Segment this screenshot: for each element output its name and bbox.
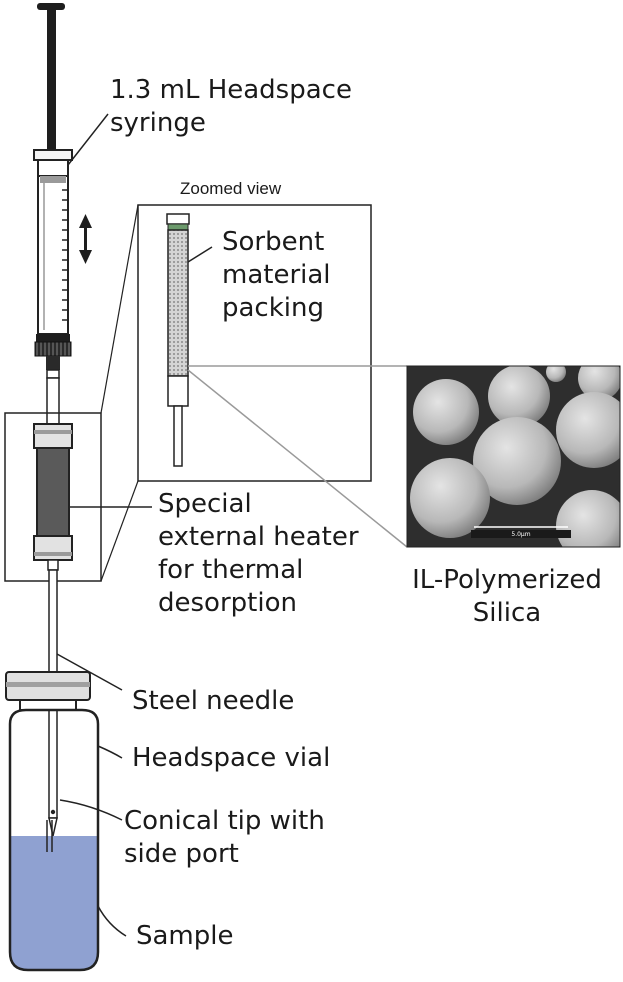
barrel-collar <box>37 159 69 177</box>
plunger-thumb <box>37 3 65 10</box>
heater-body <box>36 447 70 537</box>
plunger-seal <box>40 176 66 183</box>
syringe <box>33 3 73 379</box>
barrel-flange <box>33 149 73 161</box>
label-sample: Sample <box>136 921 234 951</box>
plunger-motion-arrow-icon <box>79 214 92 264</box>
barrel-hub <box>36 334 70 342</box>
thermal-heater <box>33 377 73 571</box>
vial-neck <box>19 699 77 711</box>
conical-tip <box>48 817 58 837</box>
side-port <box>50 809 56 815</box>
label-tip: Conical tip with side port <box>124 806 325 869</box>
sem-micrograph: 5.0μm <box>406 365 621 548</box>
heater-top-cap <box>33 423 73 449</box>
luer-lock-knurled <box>34 341 72 357</box>
sample-leader <box>97 905 127 937</box>
label-silica: IL-Polymerized Silica <box>412 565 602 628</box>
needle-leader <box>56 653 123 691</box>
silica-sphere <box>556 490 620 547</box>
label-syringe: 1.3 mL Headspace syringe <box>110 75 352 138</box>
zoom-connector-top <box>100 204 139 414</box>
label-zoomed-view: Zoomed view <box>180 179 282 198</box>
sorbent-leader <box>187 246 213 263</box>
label-sorbent: Sorbent material packing <box>222 227 331 323</box>
zoom-connector-bottom <box>100 480 139 582</box>
silica-sphere <box>556 392 620 468</box>
silica-sphere <box>410 458 490 538</box>
label-heater: Special external heater for thermal deso… <box>158 489 359 618</box>
silica-sphere <box>488 366 550 427</box>
barrel-graduations <box>62 189 68 321</box>
zoomed-sorbent-tube <box>166 213 190 467</box>
vial-body <box>8 708 100 972</box>
sem-scale-label: 5.0μm <box>511 531 530 538</box>
sorbent-packing <box>167 229 189 377</box>
connector-neck <box>46 356 60 370</box>
tip-leader <box>59 799 123 821</box>
syringe-barrel <box>37 175 69 335</box>
plunger-rod <box>47 8 56 158</box>
silica-sphere <box>473 417 561 505</box>
label-vial: Headspace vial <box>132 743 331 773</box>
silica-sphere <box>413 379 479 445</box>
label-needle: Steel needle <box>132 686 295 716</box>
sem-connector-bottom <box>187 369 408 548</box>
vial-sample-liquid <box>10 836 98 970</box>
silica-sphere <box>546 366 566 382</box>
syringe-leader <box>67 113 109 166</box>
headspace-vial <box>5 671 100 972</box>
silica-sphere <box>578 366 620 400</box>
heater-bottom-cap <box>33 535 73 561</box>
vial-leader <box>97 745 123 759</box>
